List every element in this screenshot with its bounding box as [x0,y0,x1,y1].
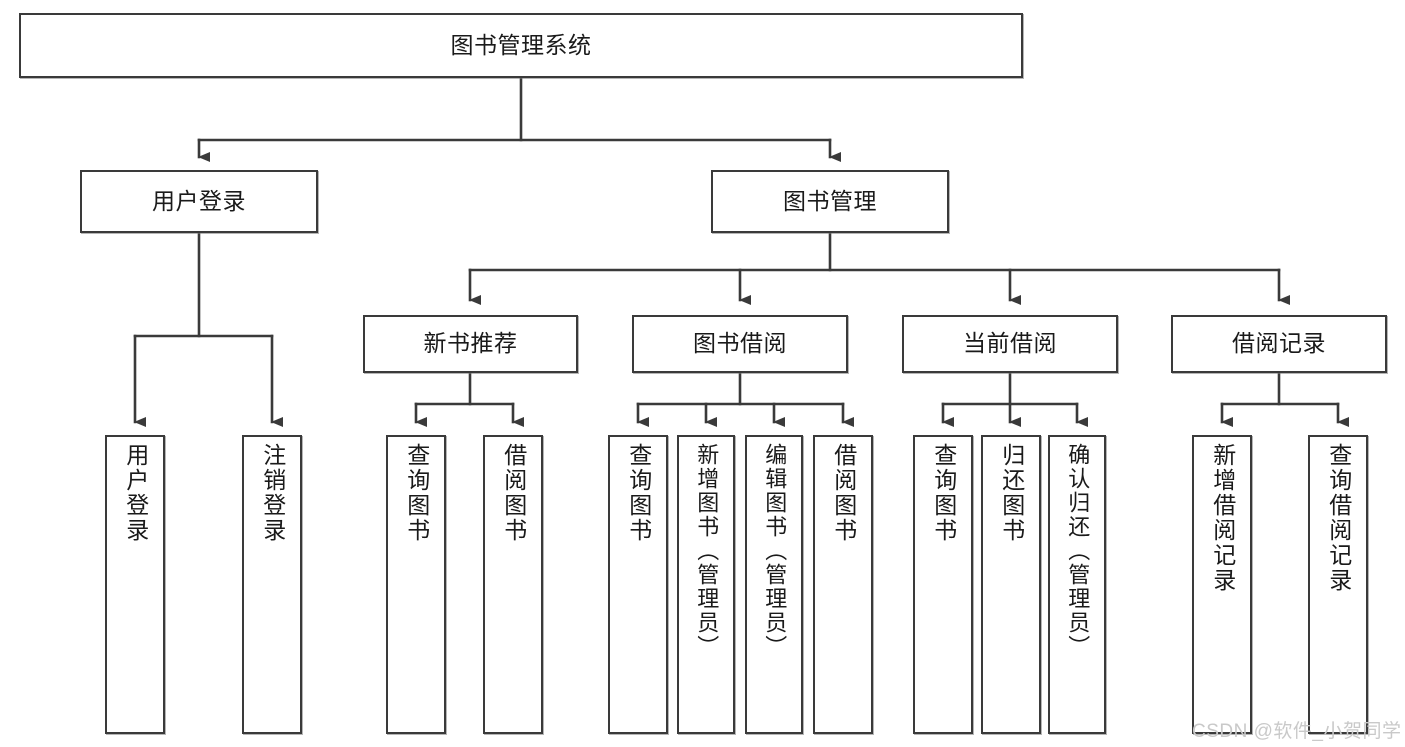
node-label: 归还图书 [998,443,1025,543]
node-label: 新书推荐 [423,330,518,357]
node-label: 用户登录 [122,443,149,543]
node-label: 当前借阅 [963,330,1057,357]
node-book-management[interactable]: 图书管理 [711,170,949,233]
node-label: 查询图书 [625,443,652,543]
node-label: 借阅图书 [500,443,527,543]
node-leaf-user-login[interactable]: 用户登录 [105,435,165,734]
node-label: 图书借阅 [693,330,787,357]
node-label: 图书管理 [783,187,877,214]
node-new-book-recommend[interactable]: 新书推荐 [363,315,578,373]
node-label: 借阅记录 [1232,330,1326,357]
node-leaf-return-book[interactable]: 归还图书 [981,435,1041,734]
node-book-borrow[interactable]: 图书借阅 [632,315,848,373]
node-label: 用户登录 [152,187,246,214]
node-leaf-query-book-new[interactable]: 查询图书 [386,435,446,734]
node-leaf-confirm-return-admin[interactable]: 确认归还（管理员） [1048,435,1106,734]
node-label: 新增借阅记录 [1209,443,1236,593]
node-label: 查询图书 [403,443,430,543]
node-current-borrow[interactable]: 当前借阅 [902,315,1118,373]
node-label: 注销登录 [259,443,286,543]
node-leaf-borrow-book-new[interactable]: 借阅图书 [483,435,543,734]
node-borrow-record[interactable]: 借阅记录 [1171,315,1387,373]
node-label: 查询借阅记录 [1325,443,1352,593]
node-leaf-logout[interactable]: 注销登录 [242,435,302,734]
node-label: 编辑图书（管理员） [762,443,788,659]
node-leaf-query-book-borrow[interactable]: 查询图书 [608,435,668,734]
node-root-system[interactable]: 图书管理系统 [19,13,1023,78]
node-leaf-query-book-current[interactable]: 查询图书 [913,435,973,734]
node-leaf-edit-book-admin[interactable]: 编辑图书（管理员） [745,435,803,734]
node-label: 新增图书（管理员） [694,443,720,659]
node-label: 查询图书 [930,443,957,543]
node-leaf-add-book-admin[interactable]: 新增图书（管理员） [677,435,735,734]
node-leaf-borrow-book[interactable]: 借阅图书 [813,435,873,734]
node-label: 确认归还（管理员） [1065,443,1091,659]
node-user-login[interactable]: 用户登录 [80,170,318,233]
node-label: 借阅图书 [830,443,857,543]
node-leaf-query-borrow-record[interactable]: 查询借阅记录 [1308,435,1368,734]
node-leaf-add-borrow-record[interactable]: 新增借阅记录 [1192,435,1252,734]
node-label: 图书管理系统 [450,31,592,58]
watermark-text: CSDN @软件_小贺同学 [1192,721,1402,742]
